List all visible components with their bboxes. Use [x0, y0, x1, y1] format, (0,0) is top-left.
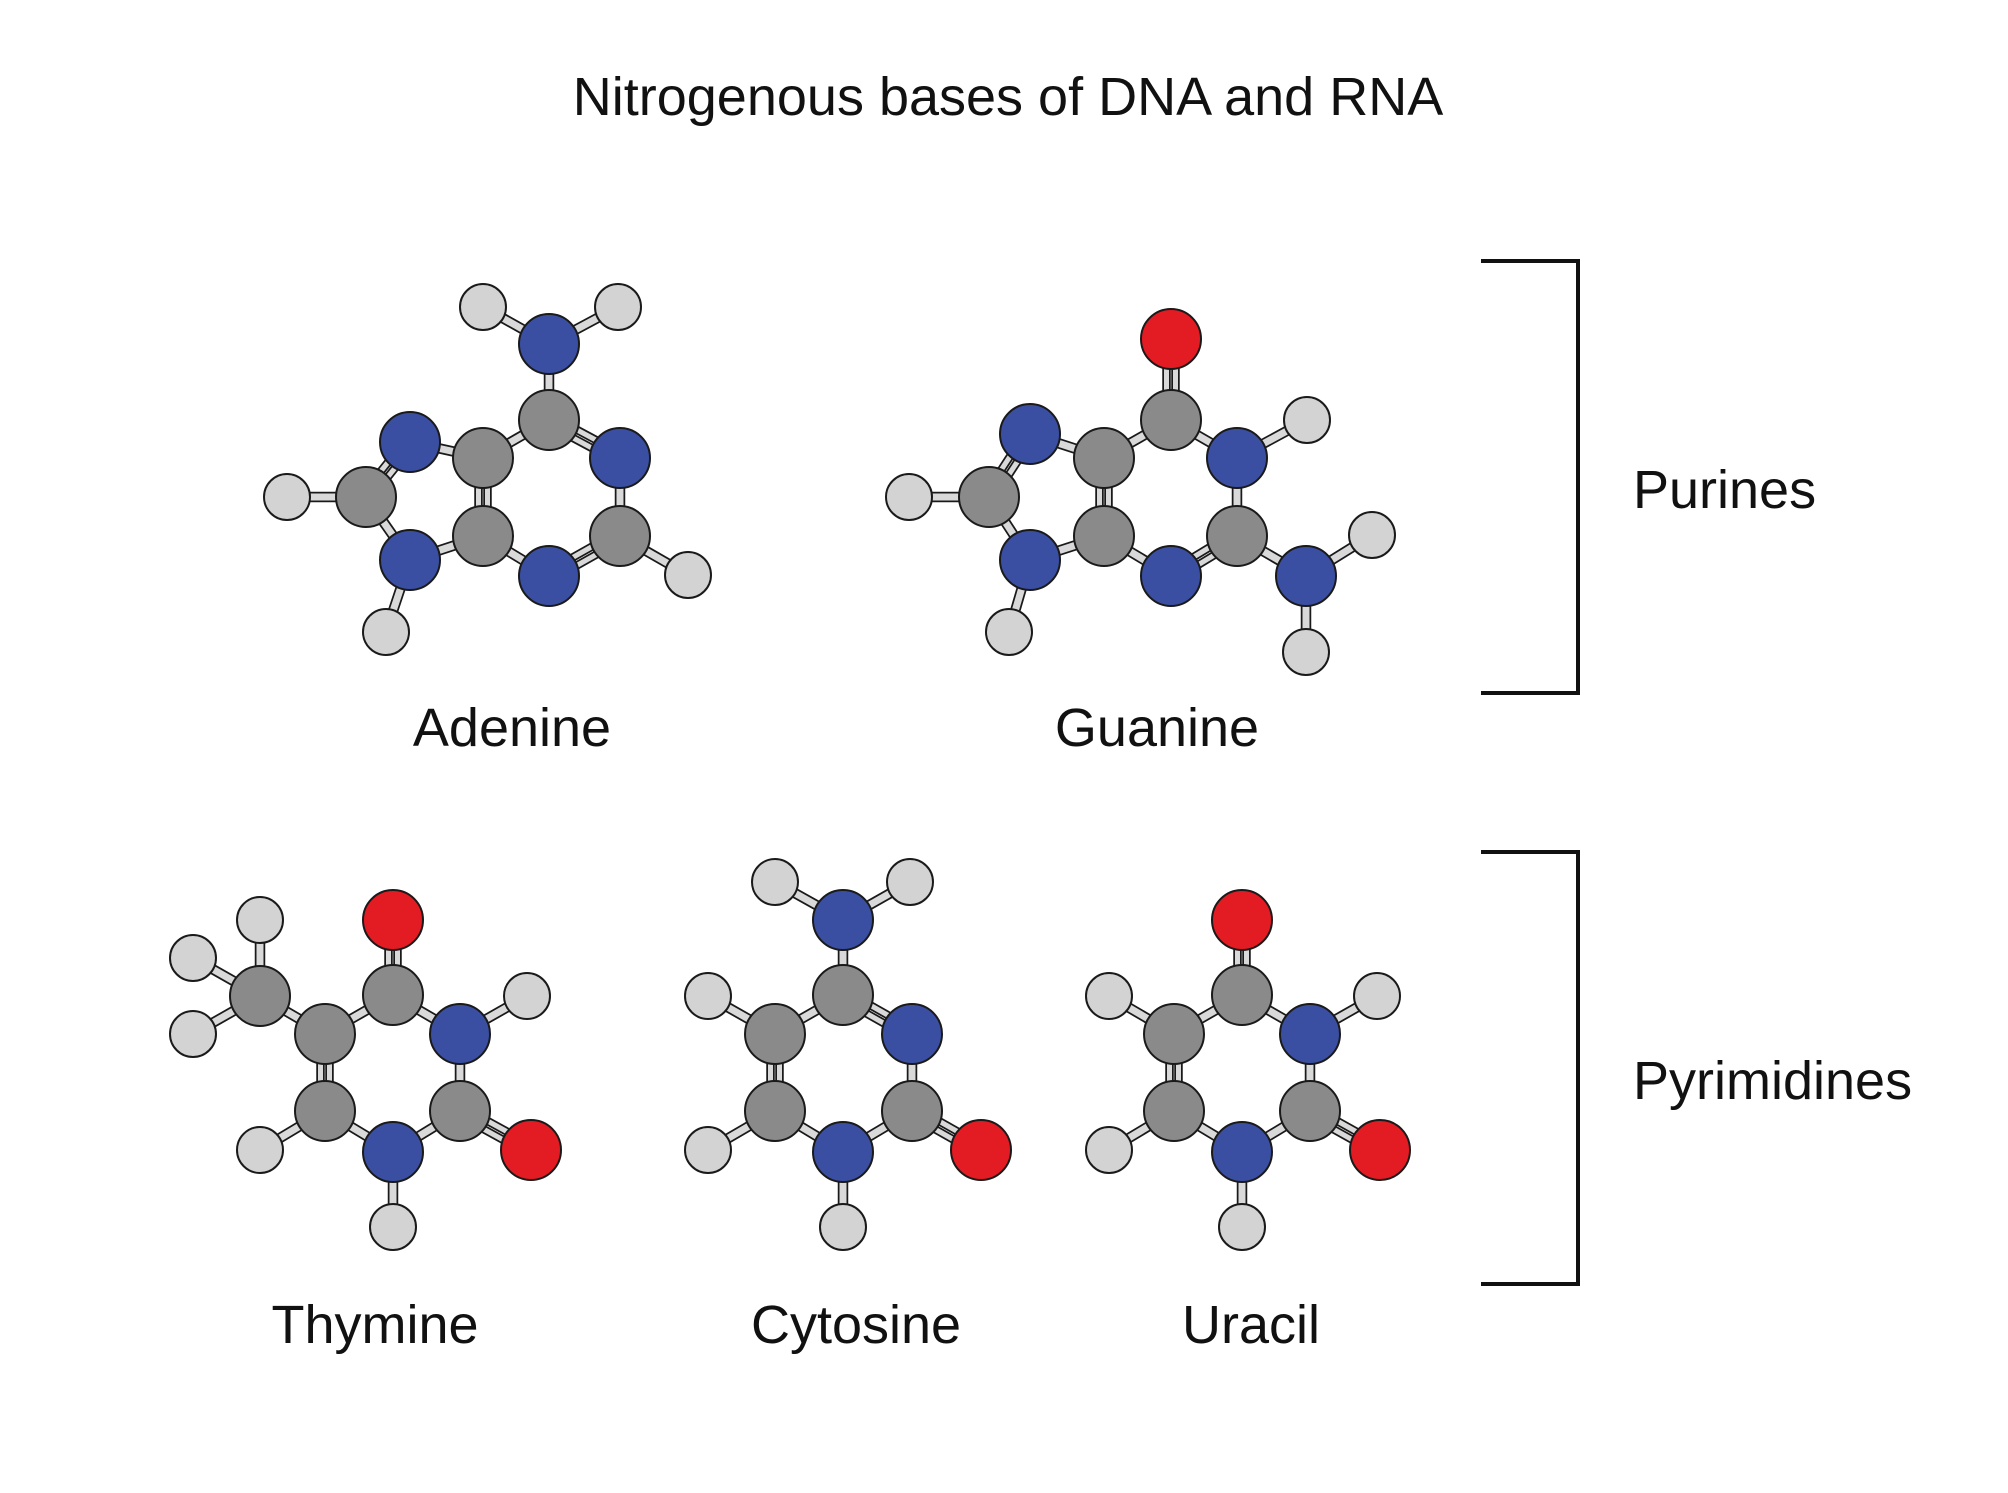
- hydrogen-atom: [885, 473, 933, 521]
- oxygen-atom: [500, 1119, 562, 1181]
- hydrogen-atom: [1218, 1203, 1266, 1251]
- hydrogen-atom: [664, 551, 712, 599]
- hydrogen-atom: [369, 1203, 417, 1251]
- carbon-atom: [294, 1080, 356, 1142]
- oxygen-atom: [1349, 1119, 1411, 1181]
- nitrogen-atom: [429, 1003, 491, 1065]
- carbon-atom: [589, 505, 651, 567]
- carbon-atom: [229, 965, 291, 1027]
- carbon-atom: [1140, 389, 1202, 451]
- uracil-molecule: [1085, 889, 1411, 1251]
- carbon-atom: [429, 1080, 491, 1142]
- diagram-title: Nitrogenous bases of DNA and RNA: [573, 67, 1443, 127]
- carbon-atom: [1279, 1080, 1341, 1142]
- label-uracil: Uracil: [1182, 1295, 1320, 1355]
- nitrogen-atom: [518, 545, 580, 607]
- hydrogen-atom: [819, 1203, 867, 1251]
- hydrogen-atom: [886, 858, 934, 906]
- carbon-atom: [335, 466, 397, 528]
- label-cytosine: Cytosine: [751, 1295, 961, 1355]
- nitrogen-atom: [999, 403, 1061, 465]
- nitrogen-atom: [812, 889, 874, 951]
- nitrogen-atom: [1275, 545, 1337, 607]
- hydrogen-atom: [169, 1010, 217, 1058]
- carbon-atom: [1211, 964, 1273, 1026]
- oxygen-atom: [362, 889, 424, 951]
- nitrogen-atom: [1140, 545, 1202, 607]
- nitrogen-atom: [812, 1121, 874, 1183]
- carbon-atom: [1143, 1080, 1205, 1142]
- carbon-atom: [452, 427, 514, 489]
- hydrogen-atom: [1085, 972, 1133, 1020]
- hydrogen-atom: [236, 1126, 284, 1174]
- hydrogen-atom: [751, 858, 799, 906]
- hydrogen-atom: [362, 608, 410, 656]
- oxygen-atom: [1211, 889, 1273, 951]
- carbon-atom: [881, 1080, 943, 1142]
- carbon-atom: [812, 964, 874, 1026]
- group-label-purines: Purines: [1633, 460, 1816, 520]
- hydrogen-atom: [236, 896, 284, 944]
- nitrogen-atom: [589, 427, 651, 489]
- hydrogen-atom: [1348, 511, 1396, 559]
- nitrogen-atom: [379, 529, 441, 591]
- nitrogen-atom: [362, 1121, 424, 1183]
- carbon-atom: [1073, 505, 1135, 567]
- hydrogen-atom: [263, 473, 311, 521]
- hydrogen-atom: [684, 1126, 732, 1174]
- hydrogen-atom: [169, 934, 217, 982]
- nitrogen-atom: [1206, 427, 1268, 489]
- label-adenine: Adenine: [413, 698, 611, 758]
- pyrimidines-bracket: [1481, 850, 1580, 1286]
- guanine-molecule: [885, 308, 1396, 676]
- carbon-atom: [1073, 427, 1135, 489]
- hydrogen-atom: [503, 972, 551, 1020]
- cytosine-molecule: [684, 858, 1012, 1251]
- nitrogen-atom: [1279, 1003, 1341, 1065]
- carbon-atom: [744, 1080, 806, 1142]
- hydrogen-atom: [594, 283, 642, 331]
- carbon-atom: [518, 389, 580, 451]
- nitrogen-atom: [999, 529, 1061, 591]
- adenine-molecule: [263, 283, 712, 656]
- carbon-atom: [452, 505, 514, 567]
- carbon-atom: [958, 466, 1020, 528]
- carbon-atom: [1206, 505, 1268, 567]
- carbon-atom: [744, 1003, 806, 1065]
- nitrogen-atom: [1211, 1121, 1273, 1183]
- oxygen-atom: [950, 1119, 1012, 1181]
- hydrogen-atom: [1283, 396, 1331, 444]
- label-guanine: Guanine: [1055, 698, 1259, 758]
- purines-bracket: [1481, 259, 1580, 695]
- carbon-atom: [1143, 1003, 1205, 1065]
- hydrogen-atom: [1282, 628, 1330, 676]
- hydrogen-atom: [1353, 972, 1401, 1020]
- group-label-pyrimidines: Pyrimidines: [1633, 1051, 1912, 1111]
- hydrogen-atom: [985, 608, 1033, 656]
- nitrogen-atom: [518, 313, 580, 375]
- carbon-atom: [362, 964, 424, 1026]
- nitrogen-atom: [379, 411, 441, 473]
- molecules-layer: [169, 283, 1411, 1251]
- hydrogen-atom: [459, 283, 507, 331]
- nitrogen-atom: [881, 1003, 943, 1065]
- thymine-molecule: [169, 889, 562, 1251]
- label-thymine: Thymine: [271, 1295, 478, 1355]
- carbon-atom: [294, 1003, 356, 1065]
- hydrogen-atom: [684, 972, 732, 1020]
- hydrogen-atom: [1085, 1126, 1133, 1174]
- oxygen-atom: [1140, 308, 1202, 370]
